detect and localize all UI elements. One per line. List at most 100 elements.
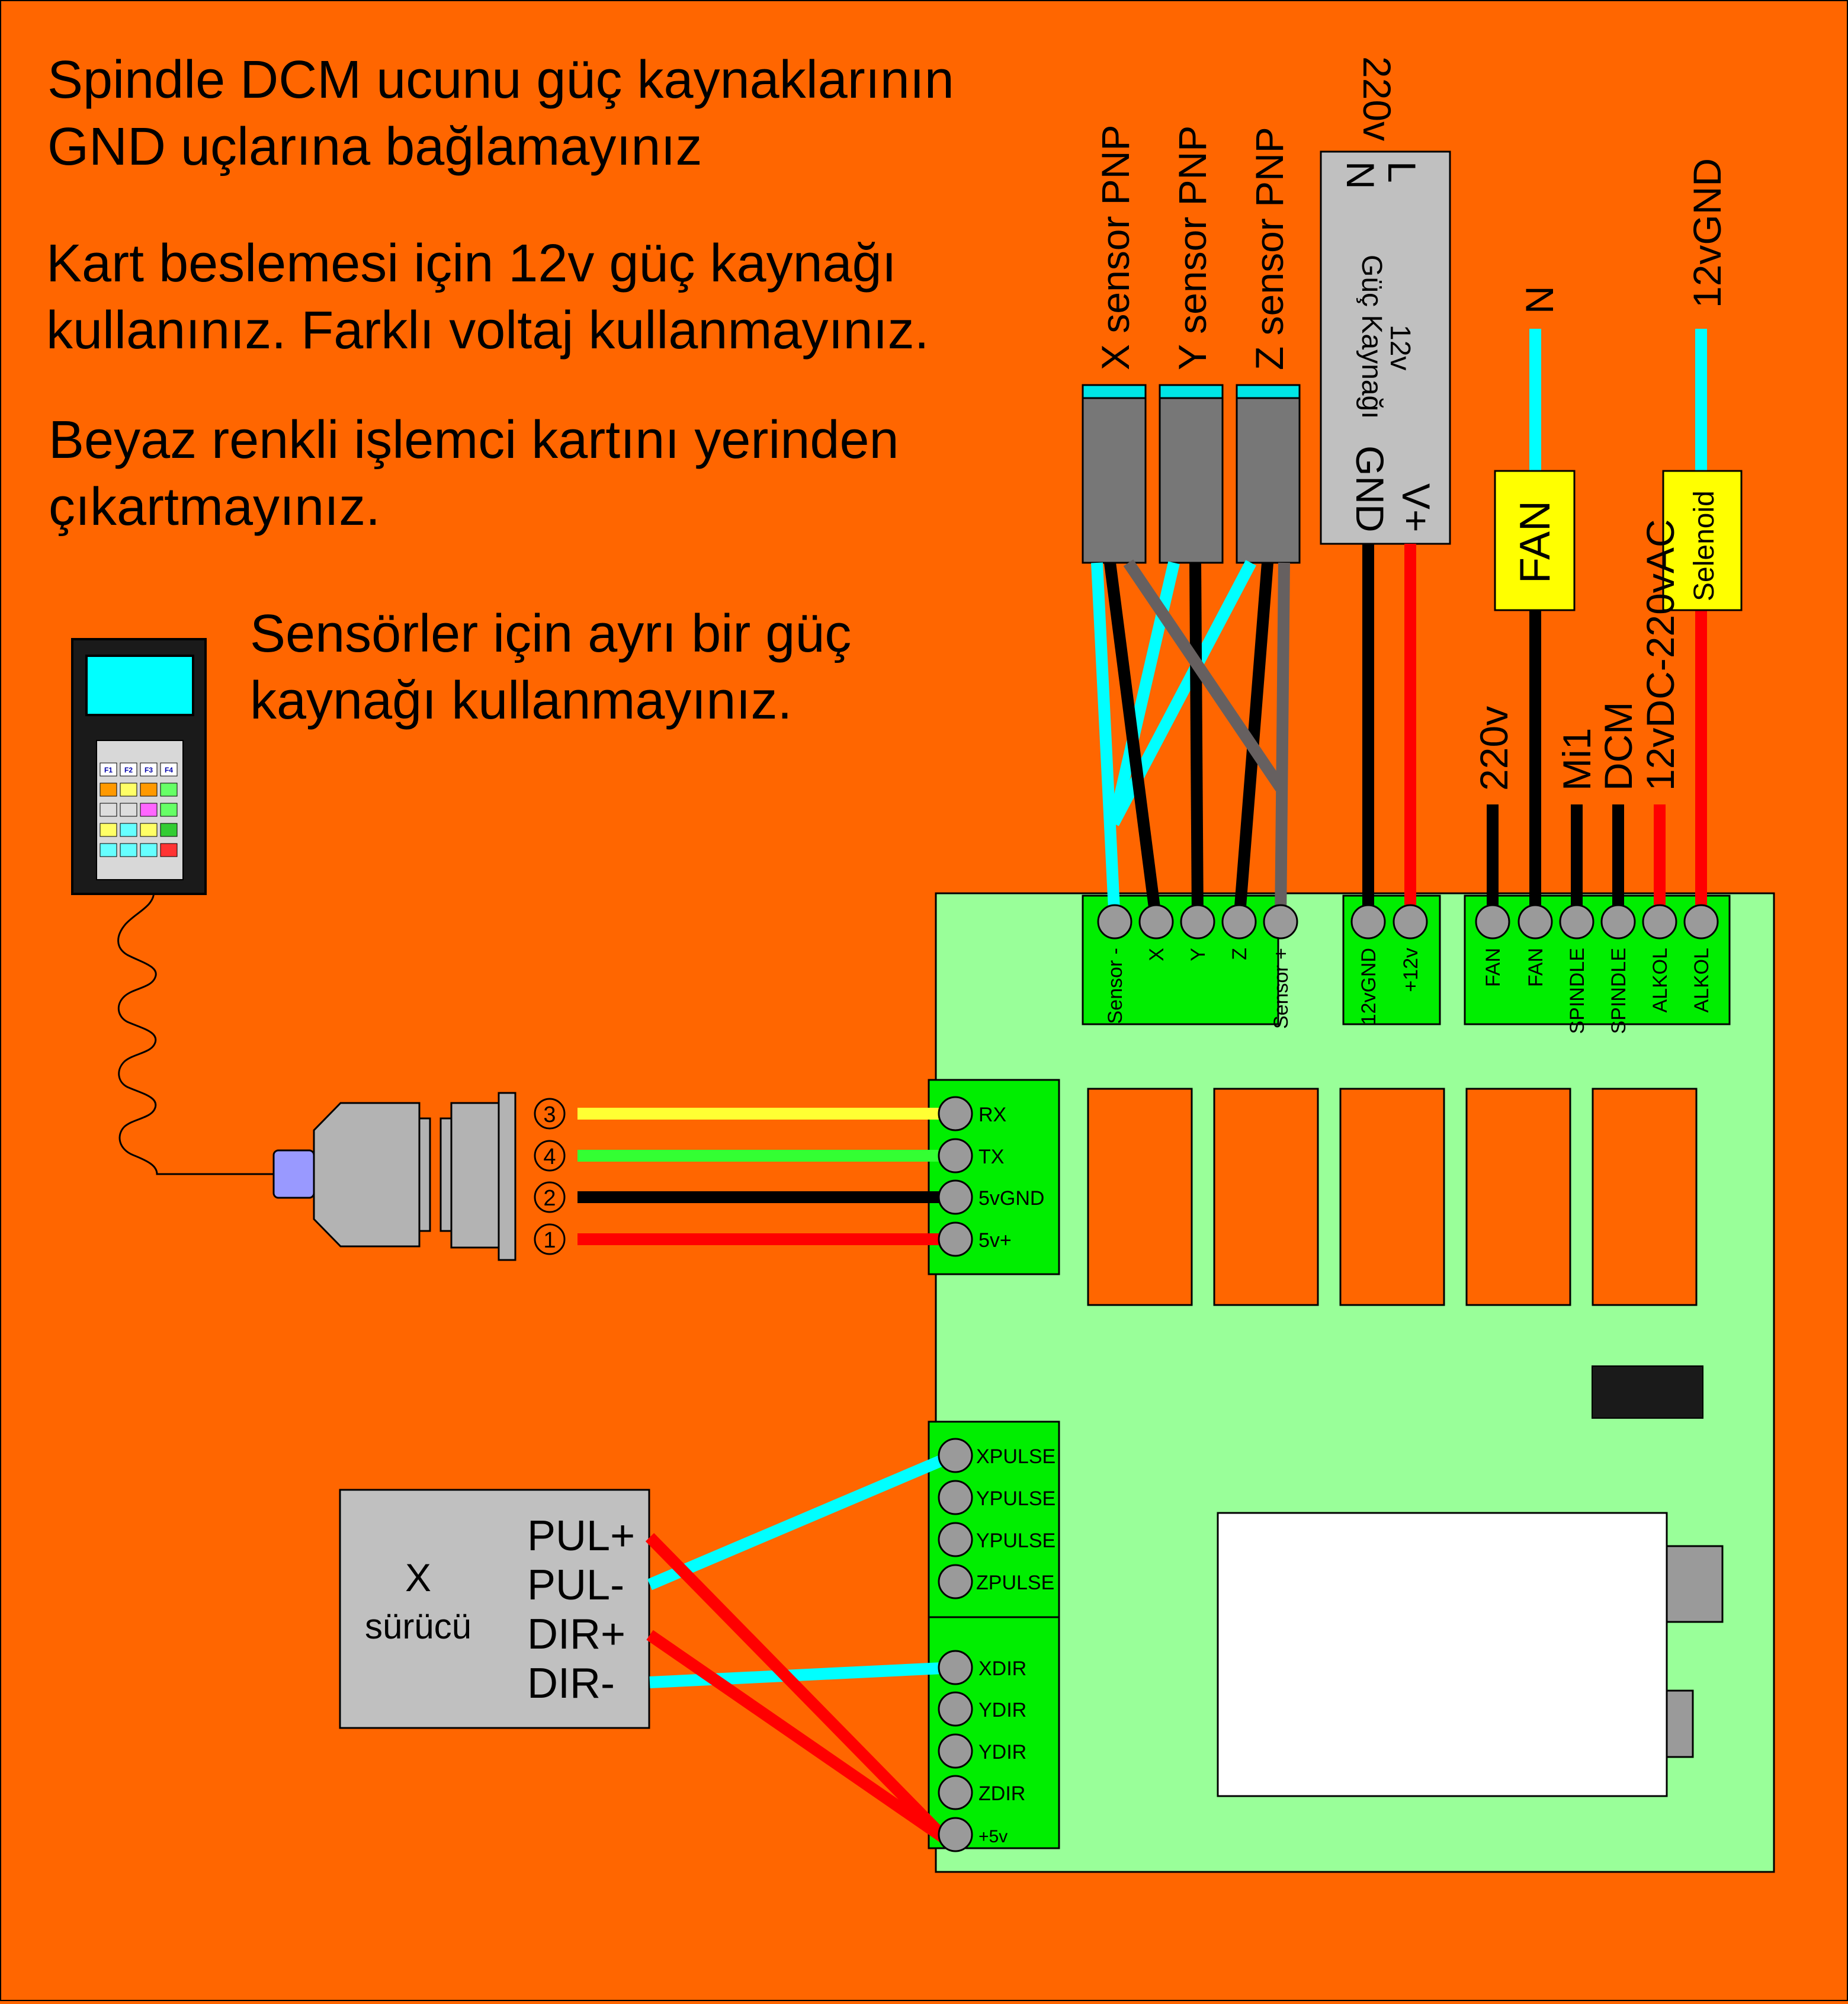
sensor-x [1082,384,1147,564]
terminal-ydir-2 [938,1733,973,1769]
terminal-5vgnd [938,1179,973,1215]
sensor-wires [1091,559,1290,922]
power-supply [1320,150,1451,545]
label-fan-2: FAN [1525,948,1547,987]
driver-subtitle: sürücü [365,1607,471,1646]
terminal-alkol-2 [1683,904,1719,940]
label-5vgnd: 5vGND [978,1187,1044,1210]
label-12vgnd: 12vGND [1358,948,1380,1025]
pin-number-4: 4 [543,1144,556,1169]
note-1-line-1: Spindle DCM ucunu güç kaynaklarının [47,50,954,110]
label-rx: RX [978,1104,1006,1126]
note-3-line-1: Beyaz renkli işlemci kartını yerinden [49,411,899,470]
pendant-buttons [100,783,178,857]
terminal-sensor-plus [1263,904,1298,940]
terminal-xpulse [938,1438,973,1473]
label-spindle-2: SPINDLE [1608,948,1630,1034]
ic-chip [1592,1365,1703,1419]
label-5v: +5v [978,1827,1008,1846]
terminal-ypulse-2 [938,1522,973,1557]
serial-connector [272,1092,516,1261]
label-zpulse: ZPULSE [976,1572,1054,1594]
note-2-line-1: Kart beslemesi için 12v güç kaynağı [46,234,897,293]
dcac-label: 12vDC-220vAC [1638,519,1682,791]
terminal-5v [938,1817,973,1852]
label-alkol-1: ALKOL [1649,948,1671,1013]
note-1-line-2: GND uçlarına bağlamayınız [47,117,702,177]
label-fan-1: FAN [1482,948,1504,987]
driver-pin-pul-plus: PUL+ [527,1512,635,1560]
psu-input-label: 220v [1355,56,1399,141]
note-4-line-2: kaynağı kullanmayınız. [250,671,792,730]
psu-n-label: N [1339,161,1382,190]
pin-number-1: 1 [543,1228,556,1253]
terminal-alkol-1 [1642,904,1677,940]
terminal-zpulse [938,1564,973,1599]
label-ypulse-1: YPULSE [976,1487,1055,1510]
driver-pin-dir-plus: DIR+ [527,1611,625,1658]
psu-gnd-label: GND [1348,445,1392,533]
label-z: Z [1228,948,1251,960]
pin-circle-1 [534,1223,566,1255]
driver-wires [645,1449,957,1845]
pin-circle-3 [534,1098,566,1130]
jack-port [1666,1689,1694,1758]
sensor-z [1236,384,1301,564]
label-xpulse: XPULSE [976,1445,1055,1468]
pendant-cable [117,891,274,1175]
pendant-key-f4[interactable]: F4 [165,766,173,774]
terminal-spindle-1 [1559,904,1594,940]
sensor-z-label: Z sensor PNP [1247,127,1291,370]
pendant-key-f3[interactable]: F3 [145,766,153,774]
pin-circle-2 [534,1181,566,1213]
relay-1 [1087,1088,1193,1306]
label-ydir-2: YDIR [978,1741,1026,1763]
pin-number-2: 2 [543,1186,556,1211]
relay-5 [1592,1088,1698,1306]
terminal-12vgnd [1350,904,1386,940]
terminal-sensor-minus [1097,904,1132,940]
usb-port [1666,1545,1724,1623]
connector-body [313,1102,421,1248]
v220-label: 220v [1472,706,1516,791]
selenoid-box [1662,470,1743,611]
label-ydir-1: YDIR [978,1699,1026,1721]
connector-tip [272,1149,315,1199]
selenoid-label: Selenoid [1689,490,1720,601]
driver-name: X [405,1556,431,1599]
label-xdir: XDIR [978,1657,1026,1680]
relay-row [1087,1088,1698,1306]
psu-voltage-label: 12v [1384,325,1416,370]
label-sensor-plus: Sensor + [1270,948,1292,1029]
terminal-x [1138,904,1174,940]
psu-vplus-label: V+ [1394,483,1438,533]
fan-box [1494,470,1576,611]
sensor-y-label: Y sensor PNP [1170,126,1214,370]
pendant-key-f2[interactable]: F2 [124,766,133,774]
terminal-ydir-1 [938,1691,973,1727]
label-x: X [1146,948,1168,961]
sensor-x-label: X sensor PNP [1093,125,1137,371]
note-4-line-1: Sensörler için ayrı bir güç [250,604,851,663]
fan-label: FAN [1512,501,1559,583]
label-y: Y [1187,948,1209,961]
terminal-5vplus [938,1221,973,1257]
pin-number-3: 3 [543,1102,556,1127]
label-sensor-minus: Sensor - [1104,948,1127,1024]
note-3-line-2: çıkartmayınız. [49,477,380,537]
n-label: N [1517,286,1561,314]
terminal-rx [938,1096,973,1131]
dcm-label: DCM [1596,702,1640,791]
pendant-key-f1[interactable]: F1 [104,766,113,774]
pin-circle-4 [534,1140,566,1172]
label-5vplus: 5v+ [978,1229,1012,1252]
psu-name-label: Güç Kaynağı [1356,255,1387,419]
label-spindle-1: SPINDLE [1566,948,1589,1034]
terminal-fan-1 [1475,904,1510,940]
label-12v: +12v [1400,948,1422,992]
label-zdir: ZDIR [978,1782,1025,1805]
note-2-line-2: kullanınız. Farklı voltaj kullanmayınız. [46,301,929,360]
relay-4 [1465,1088,1571,1306]
